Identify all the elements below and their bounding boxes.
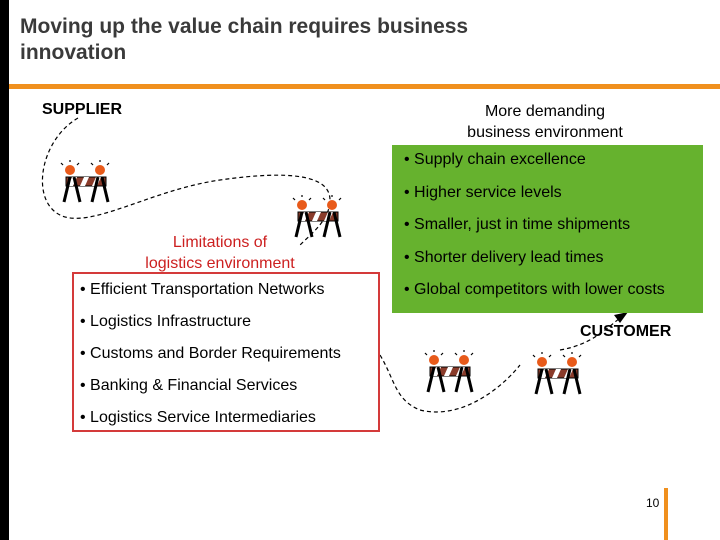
requirement-item: • Higher service levels: [404, 183, 562, 201]
roadblock-icon: [60, 160, 110, 203]
limitation-item: • Efficient Transportation Networks: [80, 281, 325, 298]
page-number-bar: [640, 488, 668, 540]
roadblock-icon: [424, 350, 474, 393]
title-divider: [9, 84, 720, 89]
requirement-item: • Supply chain excellence: [404, 151, 586, 168]
logistics-limitations-box: • Efficient Transportation Networks • Lo…: [72, 272, 380, 432]
limitation-item: • Logistics Infrastructure: [80, 313, 251, 330]
roadblock-icon: [532, 352, 582, 395]
requirement-item: • Smaller, just in time shipments: [404, 216, 631, 233]
limitation-item: • Customs and Border Requirements: [80, 345, 341, 362]
customer-label: CUSTOMER: [580, 323, 672, 340]
limitation-item: • Banking & Financial Services: [80, 377, 298, 394]
page-number: 10: [646, 496, 660, 510]
environment-line-1: More demanding: [484, 103, 606, 120]
requirement-item: • Shorter delivery lead times: [404, 248, 604, 266]
business-requirements-box: • Supply chain excellence • Higher servi…: [392, 145, 703, 313]
limitations-line-1: Limitations of: [172, 234, 268, 251]
requirement-item: • Global competitors with lower costs: [404, 281, 665, 298]
limitations-line-2: logistics environment: [145, 255, 295, 272]
roadblock-icon: [292, 195, 342, 238]
environment-label: More demanding business environment: [430, 101, 660, 143]
supplier-label: SUPPLIER: [42, 101, 123, 118]
environment-line-2: business environment: [467, 124, 623, 141]
limitation-item: • Logistics Service Intermediaries: [80, 409, 316, 426]
page-title: Moving up the value chain requires busin…: [20, 15, 469, 64]
limitations-label: Limitations of logistics environment: [110, 232, 330, 274]
left-border-bar: [0, 0, 9, 540]
